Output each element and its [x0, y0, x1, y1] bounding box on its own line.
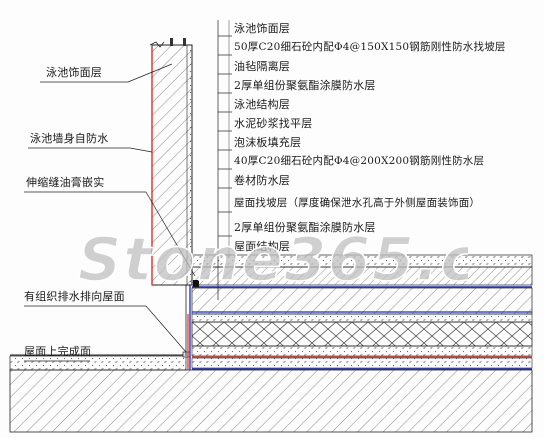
label-pu-coating-layer-2: 2厚单组份聚氨酯涂膜防水层 [234, 221, 376, 234]
label-pool-finish-layer: 泳池饰面层 [234, 22, 290, 35]
foam-fill-layer [191, 321, 533, 347]
leveling-layer [191, 313, 533, 323]
pool-wall [151, 44, 193, 286]
label-rigid-slope-layer: 50厚C20细石砼内配Φ4@150X150钢筋刚性防水找坡层 [234, 41, 506, 53]
label-wall-self-waterproof: 泳池墙身自防水 [30, 132, 109, 145]
roof-finish-left [9, 355, 187, 371]
label-foam-fill-layer: 泡沫板填充层 [234, 136, 302, 149]
label-pu-coating-layer: 2厚单组份聚氨酯涂膜防水层 [234, 79, 376, 92]
pool-wall-finish [186, 44, 193, 286]
label-membrane-layer: 卷材防水层 [234, 174, 290, 187]
label-expansion-joint: 伸缩缝油膏嵌实 [26, 176, 105, 189]
roof-structure-slab [9, 369, 533, 433]
drain-outlet [182, 351, 191, 358]
right-leader-lines [217, 20, 232, 300]
expansion-joint [193, 280, 199, 287]
label-felt-isolation-layer: 油毡隔离层 [234, 60, 290, 73]
left-leader-lines [24, 63, 196, 362]
slope-layer [191, 357, 533, 369]
label-rigid-waterproof-layer: 40厚C20细石砼内配Φ4@200X200钢筋刚性防水层 [234, 155, 485, 167]
rigid-waterproof-layer [191, 345, 533, 357]
pool-floor-layers [191, 254, 533, 288]
pool-structure-slab [191, 287, 533, 315]
label-organized-drainage: 有组织排水排向屋面 [24, 290, 125, 303]
label-roof-slope-layer: 屋面找坡层（厚度确保泄水孔高于外侧屋面装饰面） [234, 197, 481, 209]
label-left-pool-finish: 泳池饰面层 [46, 66, 102, 79]
label-mortar-leveling-layer: 水泥砂浆找平层 [234, 117, 313, 130]
label-pool-structure-layer: 泳池结构层 [234, 98, 290, 111]
label-roof-finish-surface: 屋面上完成面 [24, 345, 92, 358]
label-roof-structure-layer: 屋面结构层 [234, 240, 290, 253]
